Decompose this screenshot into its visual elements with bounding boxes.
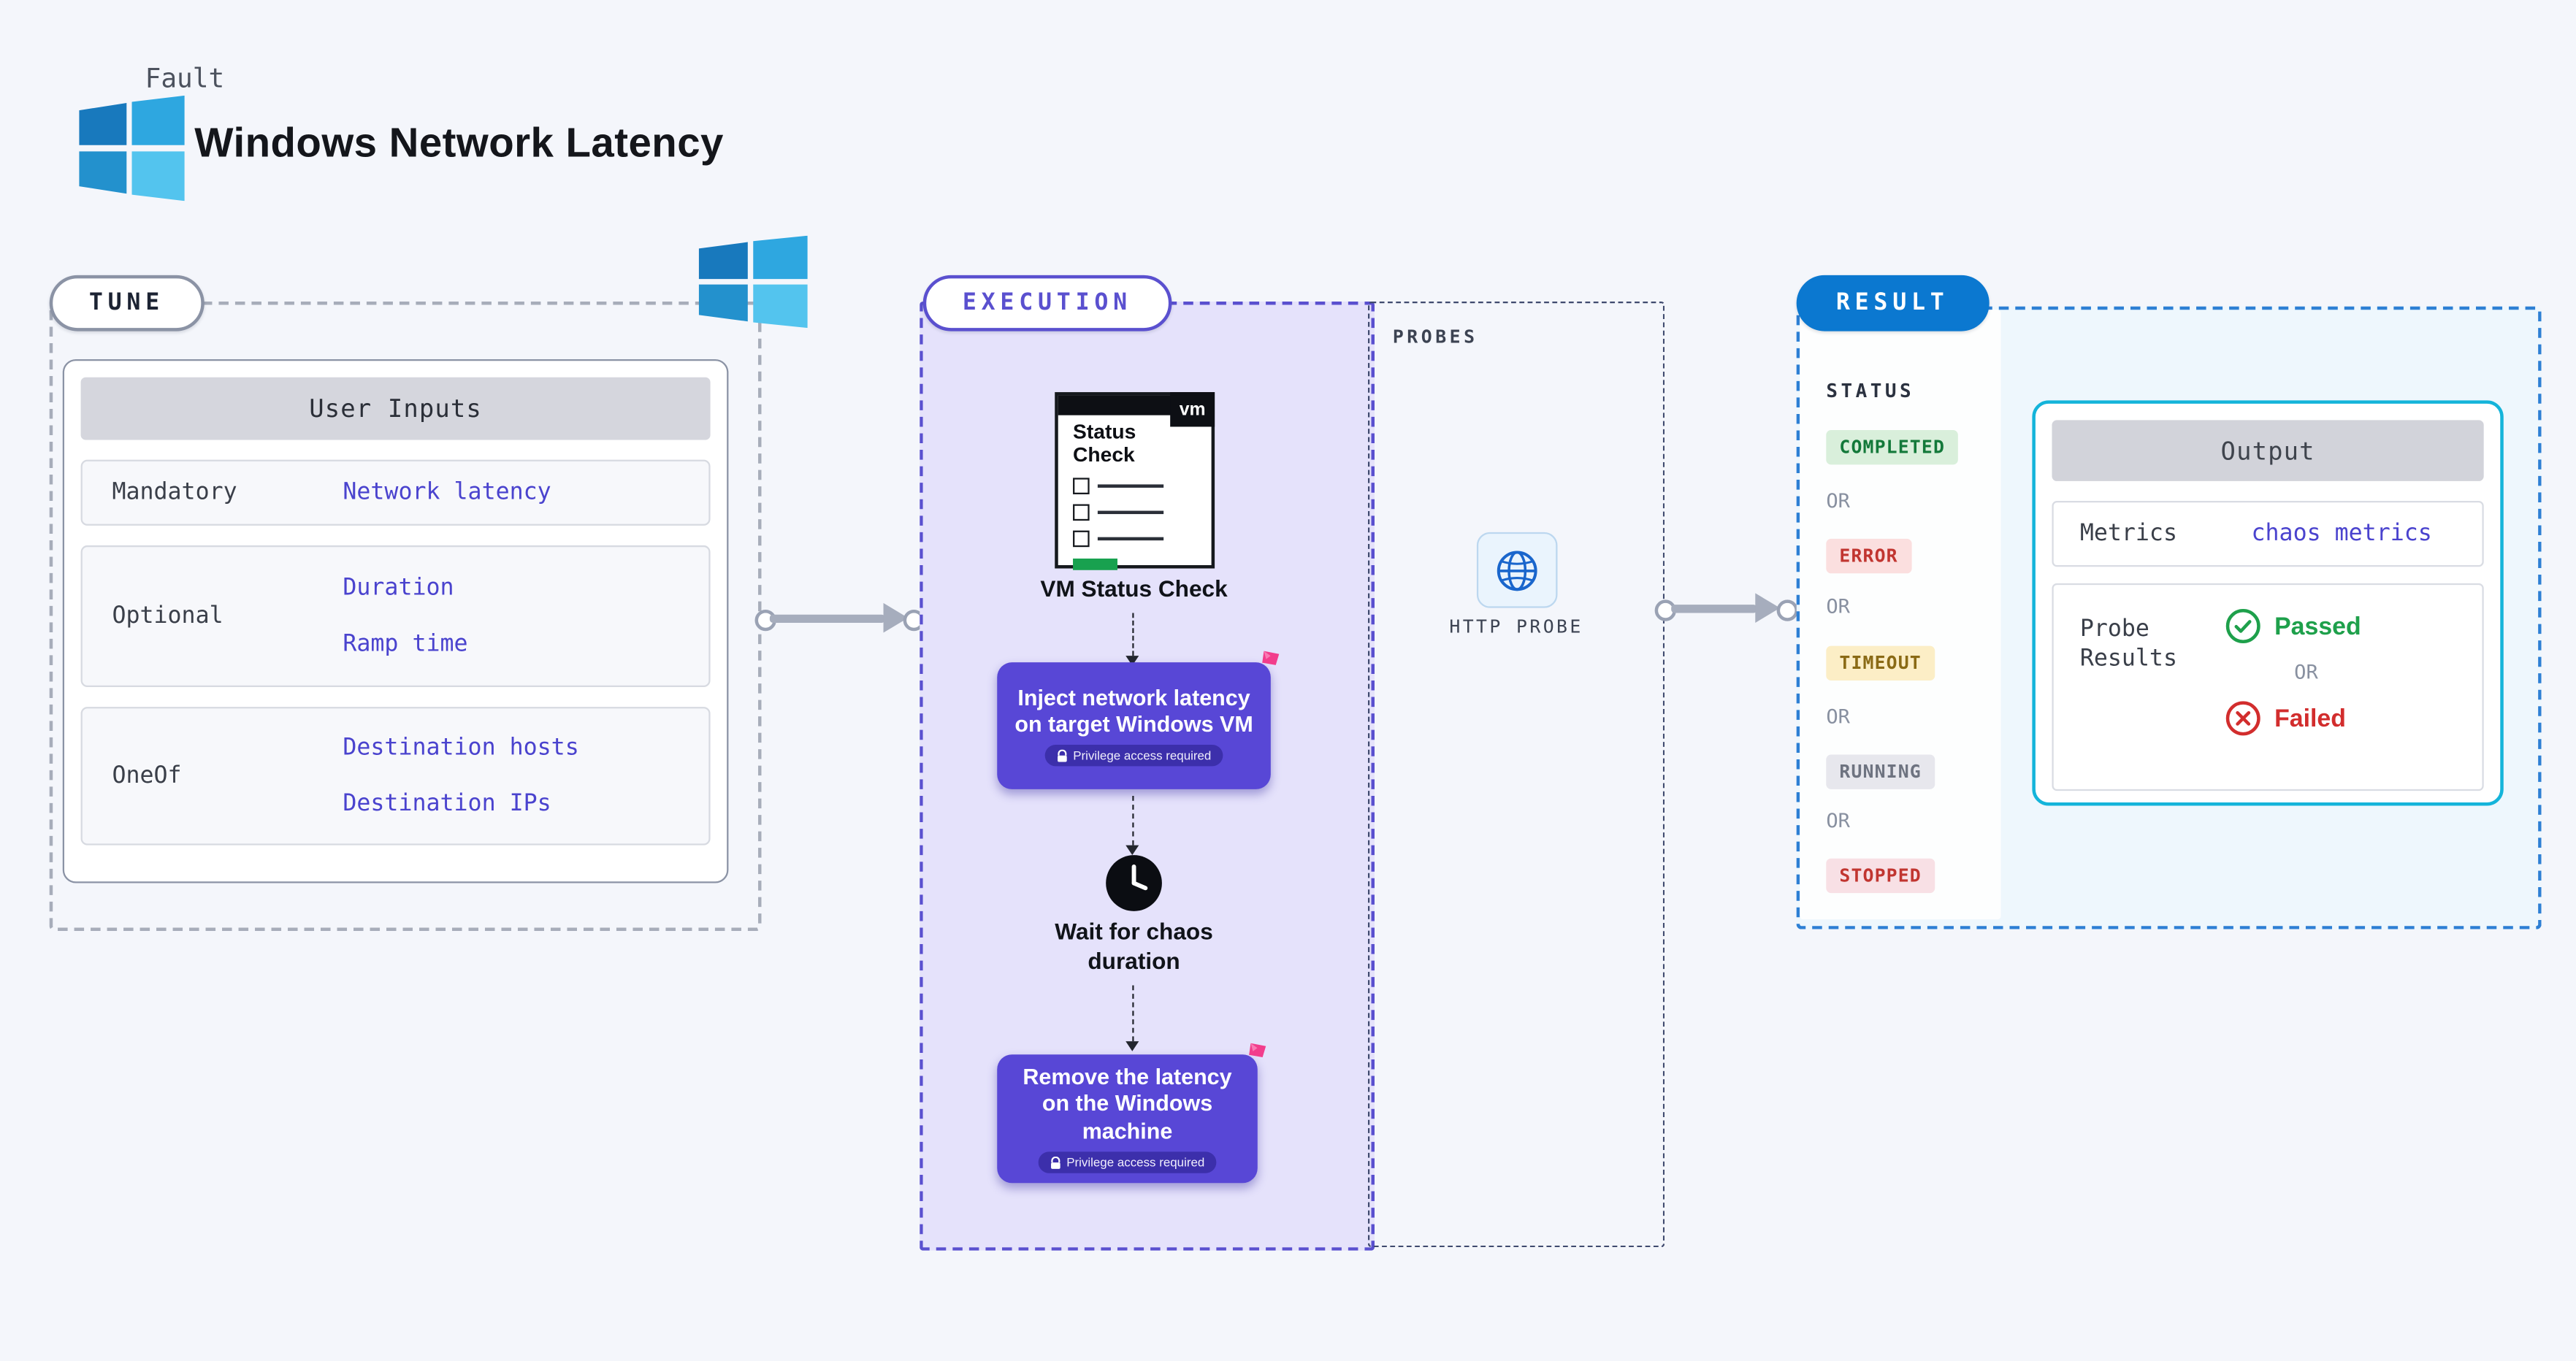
probes-label: PROBES [1392, 326, 1478, 348]
x-circle-icon [2225, 700, 2261, 737]
probe-results-row: Probe Results Passed OR Failed [2052, 583, 2484, 791]
vm-card-title: Status Check [1073, 420, 1136, 467]
checklist-item [1073, 529, 1199, 547]
privilege-badge: Privilege access required [1038, 1151, 1217, 1174]
input-link-duration[interactable]: Duration [343, 575, 454, 602]
passed-label: Passed [2274, 612, 2361, 640]
vm-status-caption: VM Status Check [1040, 575, 1228, 602]
input-row-optional: Optional Duration Ramp time [80, 545, 711, 688]
status-badge-error: ERROR [1826, 538, 1911, 574]
metrics-row: Metrics chaos metrics [2052, 501, 2484, 567]
status-label: STATUS [1826, 379, 1915, 402]
or-separator: OR [1826, 594, 1850, 618]
vm-status-card: vm Status Check [1055, 392, 1215, 570]
flow-connector [1126, 985, 1140, 1051]
probes-section [1367, 301, 1665, 1248]
arrow-end-dot [1776, 599, 1798, 621]
status-panel [1800, 310, 2001, 920]
checklist-item [1073, 503, 1199, 520]
wait-caption: Wait for chaos duration [1055, 917, 1213, 973]
execution-pill: EXECUTION [922, 275, 1172, 331]
remove-latency-label: Remove the latency on the Windows machin… [1023, 1064, 1232, 1143]
input-key: Mandatory [112, 479, 237, 506]
or-separator: OR [2294, 660, 2318, 684]
probe-results-label: Probe Results [2079, 616, 2178, 673]
windows-logo-small-icon [698, 235, 808, 329]
fault-kicker: Fault [145, 62, 225, 94]
input-key: Optional [112, 602, 223, 630]
privilege-badge-label: Privilege access required [1066, 1155, 1205, 1170]
chaos-metrics-link[interactable]: chaos metrics [2251, 521, 2432, 548]
arrow-head [1755, 593, 1781, 623]
flow-connector [1126, 795, 1140, 856]
metrics-label: Metrics [2079, 520, 2178, 547]
input-row-mandatory: Mandatory Network latency [80, 459, 711, 526]
input-row-oneof: OneOf Destination hosts Destination IPs [80, 707, 711, 846]
checklist-item [1073, 477, 1199, 494]
or-separator: OR [1826, 808, 1850, 832]
windows-logo-icon [79, 95, 185, 202]
progress-bar [1073, 557, 1117, 570]
input-link-ramp-time[interactable]: Ramp time [343, 631, 468, 658]
input-link-destination-ips[interactable]: Destination IPs [343, 791, 551, 818]
chaos-flag-icon [1241, 1041, 1271, 1071]
status-badge-stopped: STOPPED [1826, 858, 1935, 894]
clock-icon [1104, 854, 1163, 913]
privilege-badge-label: Privilege access required [1073, 748, 1212, 764]
tune-pill: TUNE [49, 275, 205, 331]
page-title: Windows Network Latency [194, 120, 724, 166]
output-header: Output [2052, 420, 2484, 481]
arrow-line [769, 613, 885, 622]
or-separator: OR [1826, 489, 1850, 513]
output-card: Output Metrics chaos metrics Probe Resul… [2032, 400, 2504, 806]
failed-label: Failed [2274, 704, 2346, 733]
vm-logo: vm [1170, 392, 1215, 427]
inject-latency-label: Inject network latency on target Windows… [1014, 684, 1253, 737]
arrow-line [1671, 604, 1757, 613]
chaos-flag-icon [1254, 649, 1284, 679]
result-pill: RESULT [1796, 275, 1989, 331]
inject-latency-step: Inject network latency on target Windows… [997, 651, 1280, 789]
input-link-network-latency[interactable]: Network latency [343, 479, 551, 506]
http-probe-icon [1476, 532, 1558, 608]
lock-icon [1050, 1156, 1062, 1169]
input-key: OneOf [112, 762, 182, 789]
flow-connector [1126, 613, 1140, 666]
status-badge-running: RUNNING [1826, 754, 1935, 789]
http-probe-caption: HTTP PROBE [1449, 616, 1583, 638]
input-link-destination-hosts[interactable]: Destination hosts [343, 735, 579, 762]
status-badge-completed: COMPLETED [1826, 429, 1959, 465]
privilege-badge: Privilege access required [1044, 745, 1223, 767]
user-inputs-header: User Inputs [80, 377, 711, 440]
lock-icon [1057, 749, 1069, 763]
user-inputs-card: User Inputs Mandatory Network latency Op… [62, 359, 729, 883]
or-separator: OR [1826, 705, 1850, 729]
status-badge-timeout: TIMEOUT [1826, 645, 1935, 680]
remove-latency-step: Remove the latency on the Windows machin… [997, 1043, 1266, 1184]
check-circle-icon [2225, 608, 2261, 645]
